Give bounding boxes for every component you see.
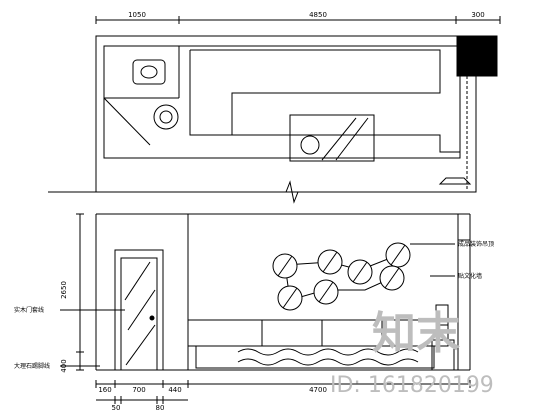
toilet-bowl [140,65,158,79]
toilet-fixture [132,59,166,85]
elev-dim-label: 50 [112,404,121,412]
sofa-outline [190,49,460,153]
table-glass-line [321,117,357,161]
wall-decor-circles [272,242,411,311]
sofa-fabric-pattern [237,358,419,366]
decor-hatch [318,281,334,303]
elev-floor-label: 400 [60,359,68,372]
plan-dim-labels: 1050 4850 300 [128,11,485,19]
decor-hatch [282,287,298,309]
door-panel [120,257,158,371]
door-handle [149,315,155,321]
floor-plan [48,16,501,204]
coffee-table [289,114,375,162]
plan-dim-label: 300 [471,11,484,19]
elev-dim-label: 80 [156,404,165,412]
sofa-outline [189,50,232,136]
decor-hatch [322,251,338,273]
watermark: 知末 ID: 161820199 [330,308,494,398]
plan-outer-wall [95,35,477,193]
plan-dim-label: 4850 [309,11,327,19]
elev-note-right: 贴文化墙 [458,272,482,280]
wall-elevation [60,213,471,404]
table-decor [300,135,320,155]
door-swing-line [103,97,151,146]
elev-note-left: 实木门套线 [14,306,44,314]
elev-height-label: 2650 [60,281,68,299]
decor-hatch [277,255,293,277]
elev-dim-label: 160 [98,386,111,394]
elevation-labels: 2650 400 160 700 440 4700 50 80 成品装饰吊顶 贴… [14,240,494,412]
decor-hatch [352,261,368,283]
plan-inner-wall [103,45,461,159]
sofa-fabric-pattern [237,348,419,356]
decor-hatch [384,267,400,289]
break-line [48,180,476,204]
elev-note-left: 大理石踢脚线 [14,362,50,370]
watermark-id: ID: 161820199 [330,373,494,398]
elev-note-right: 成品装饰吊顶 [458,240,494,248]
door-glass-line [124,261,151,301]
decor-hatch [390,244,406,266]
door-glass-line [127,289,156,331]
basin-fixture [153,104,179,130]
door-glass-line [125,324,156,366]
side-lamp [435,304,449,326]
side-table [431,339,455,371]
sofa-seat [195,345,435,369]
elev-dim-label: 700 [132,386,145,394]
elev-dim-label: 4700 [309,386,327,394]
plan-dim-label: 1050 [128,11,146,19]
watermark-logo: 知末 [372,308,460,359]
table-glass-line [335,117,369,161]
elev-dim-label: 440 [168,386,181,394]
column-block [456,35,498,77]
plant-pot [438,177,472,185]
basin-bowl [159,110,173,124]
